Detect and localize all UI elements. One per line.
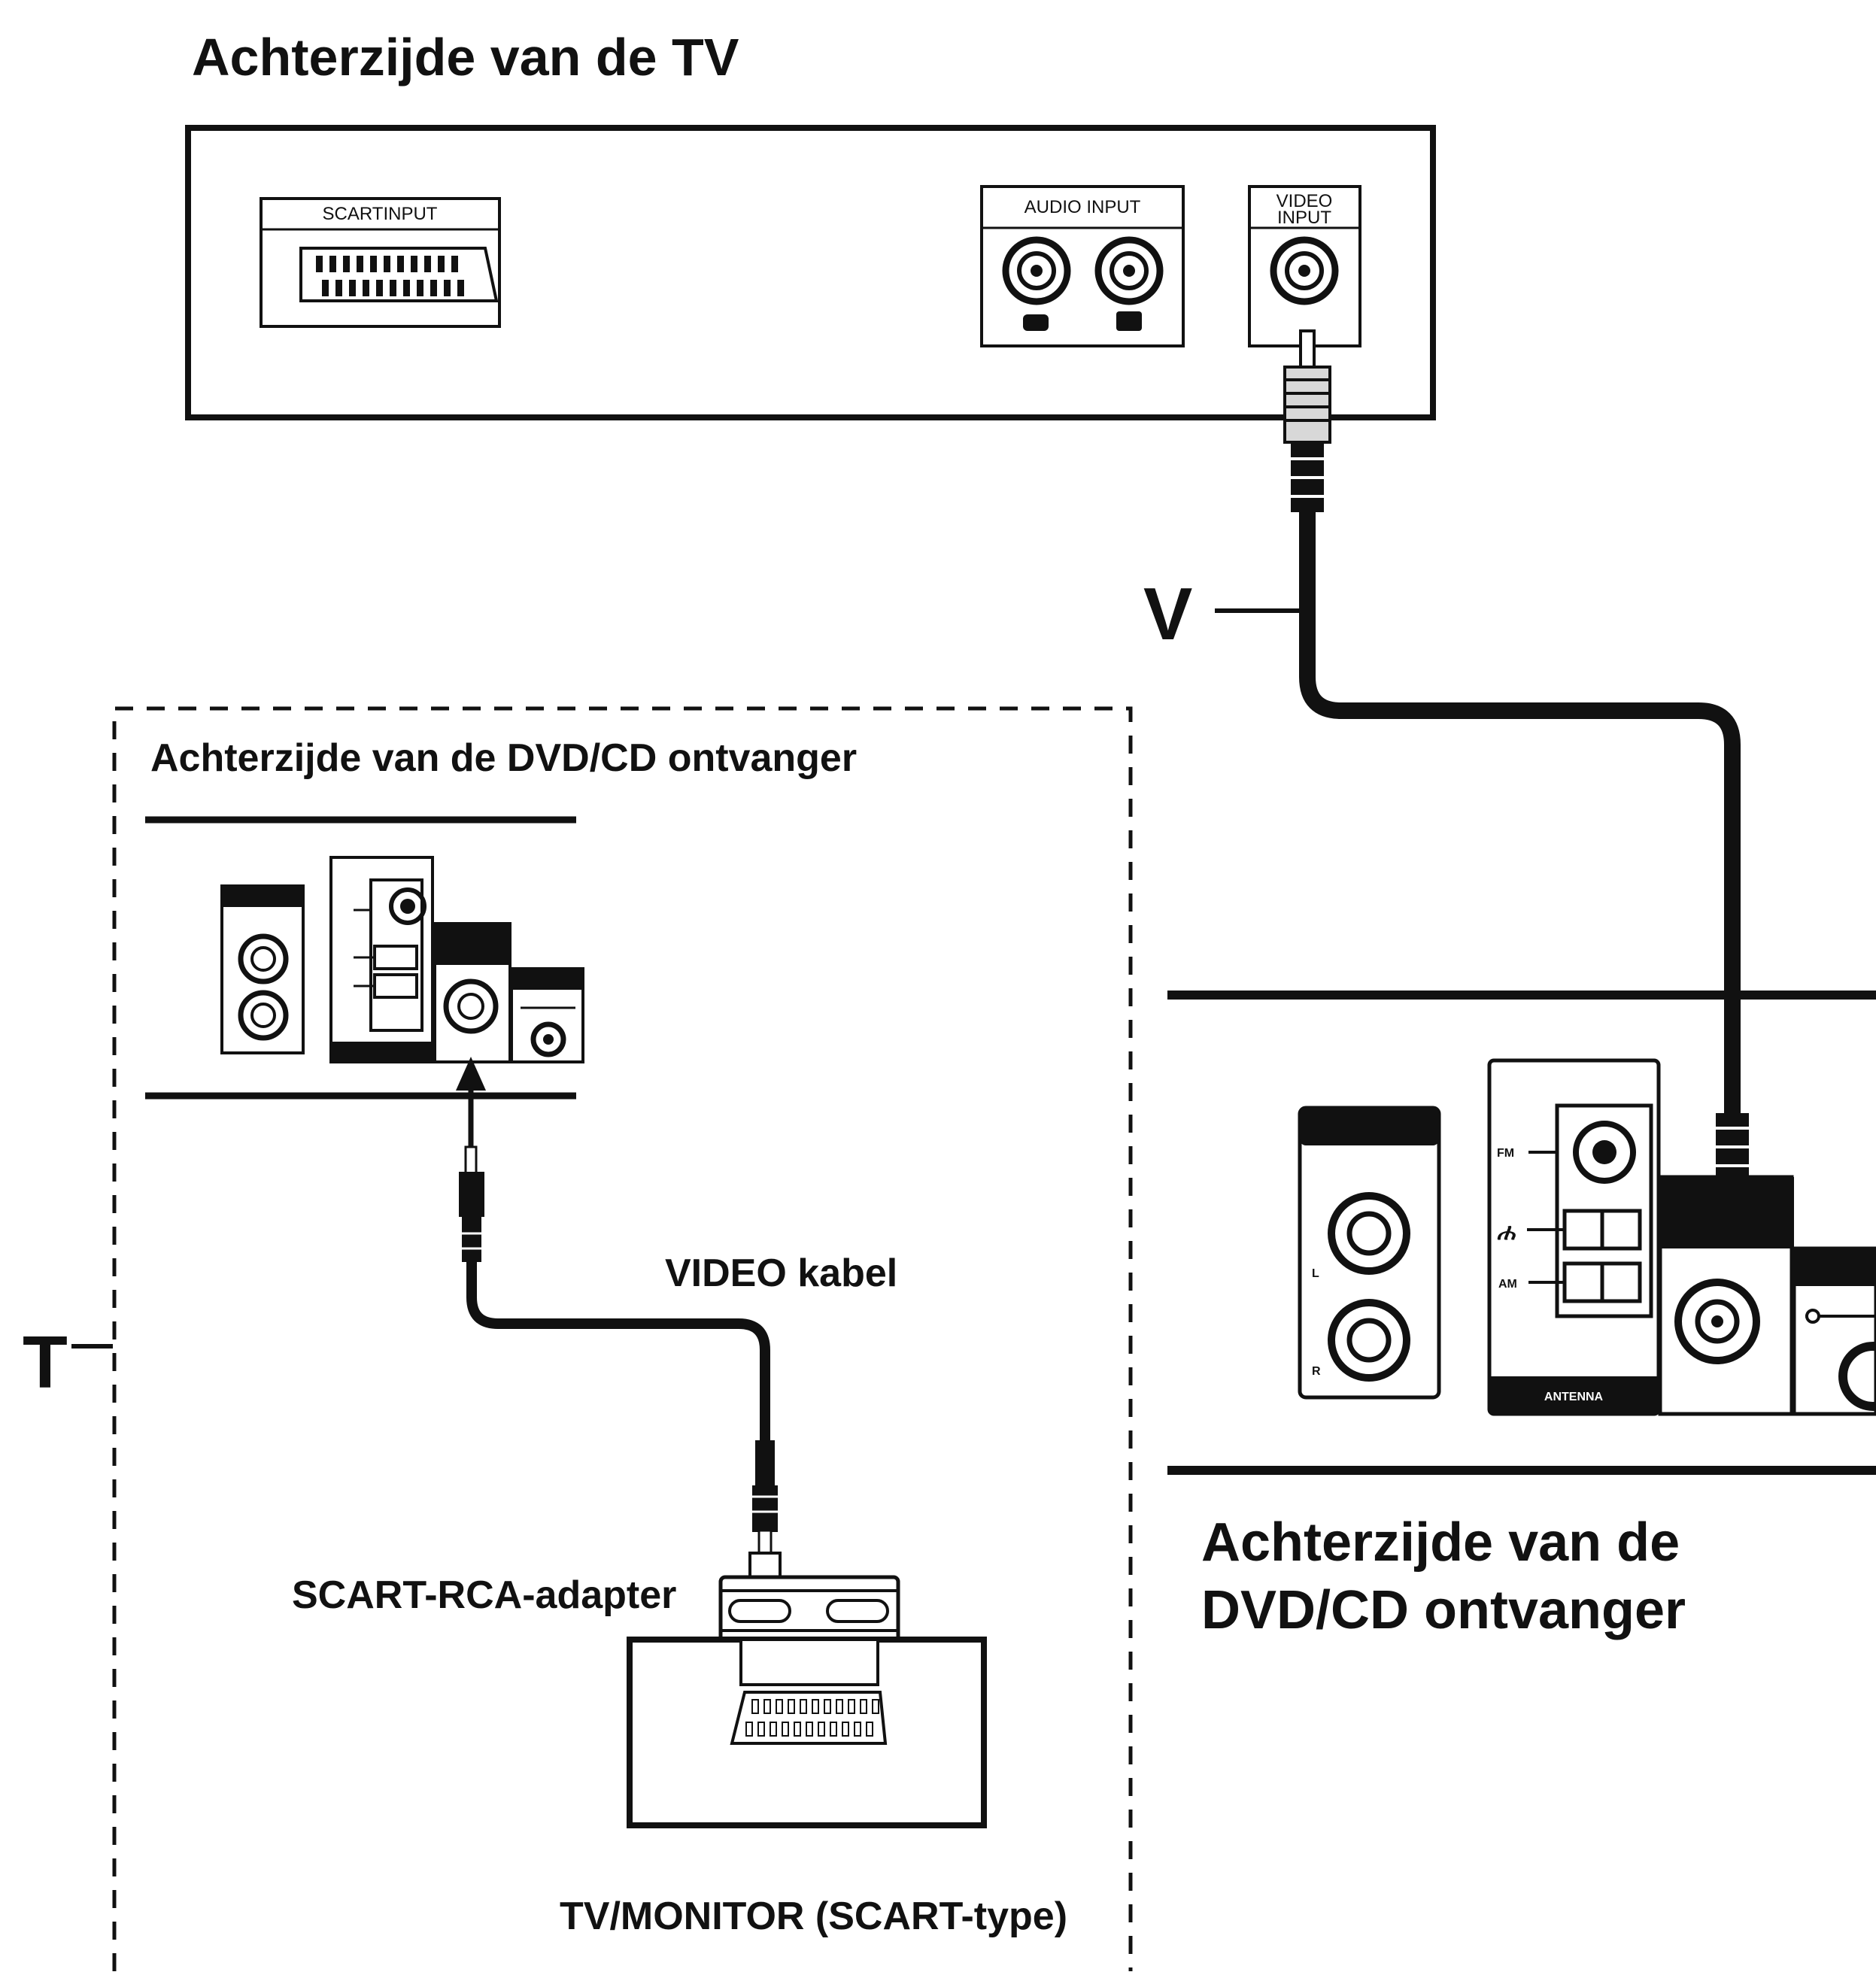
receiver-back-panel: L R ANTENNA FM ሐ AM — [1167, 991, 1876, 1475]
inset-scart-alternative: Achterzijde van de DVD/CD ontvanger — [112, 706, 1133, 1971]
fm-label: FM — [1497, 1147, 1514, 1160]
scart-input-label: SCARTINPUT — [323, 204, 438, 224]
receiver-monitor-out — [1658, 1175, 1794, 1416]
video-cable-label: VIDEO kabel — [665, 1251, 897, 1295]
inset-receiver-panel — [220, 856, 584, 1063]
tv-video-input: VIDEO INPUT — [1248, 185, 1361, 347]
receiver-r-label: R — [1312, 1365, 1321, 1378]
tv-back-panel: SCARTINPUT AUDIO INPUT — [185, 125, 1436, 420]
tv-audio-input: AUDIO INPUT — [980, 185, 1185, 347]
receiver-aux-in: L R — [1298, 1106, 1441, 1400]
label-v: V — [1143, 572, 1192, 655]
tv-scart-input: SCARTINPUT — [260, 197, 501, 328]
receiver-l-label: L — [1312, 1267, 1319, 1280]
scart-rca-adapter-label: SCART-RCA-adapter — [292, 1573, 676, 1617]
am-label: AM — [1498, 1278, 1517, 1291]
antenna-label: ANTENNA — [1544, 1391, 1604, 1403]
receiver-title-line1: Achterzijde van de — [1201, 1512, 1680, 1573]
receiver-dc-out — [1792, 1246, 1876, 1416]
inset-video-cable — [459, 1145, 778, 1555]
video-input-label-2: INPUT — [1277, 208, 1331, 228]
label-t: T — [23, 1321, 68, 1403]
tv-back-title: Achterzijde van de TV — [192, 28, 739, 86]
rca-plug-top — [1283, 329, 1331, 512]
tv-monitor-label: TV/MONITOR (SCART-type) — [560, 1895, 1067, 1938]
tv-monitor-scart — [627, 1637, 987, 1828]
receiver-title-line2: DVD/CD ontvanger — [1201, 1580, 1686, 1640]
receiver-antenna: ANTENNA FM ሐ AM — [1487, 1058, 1661, 1416]
antenna-ground-symbol: ሐ — [1497, 1220, 1516, 1245]
video-input-label-1: VIDEO — [1276, 191, 1333, 211]
inset-title: Achterzijde van de DVD/CD ontvanger — [150, 736, 857, 780]
audio-input-label: AUDIO INPUT — [1025, 197, 1141, 217]
